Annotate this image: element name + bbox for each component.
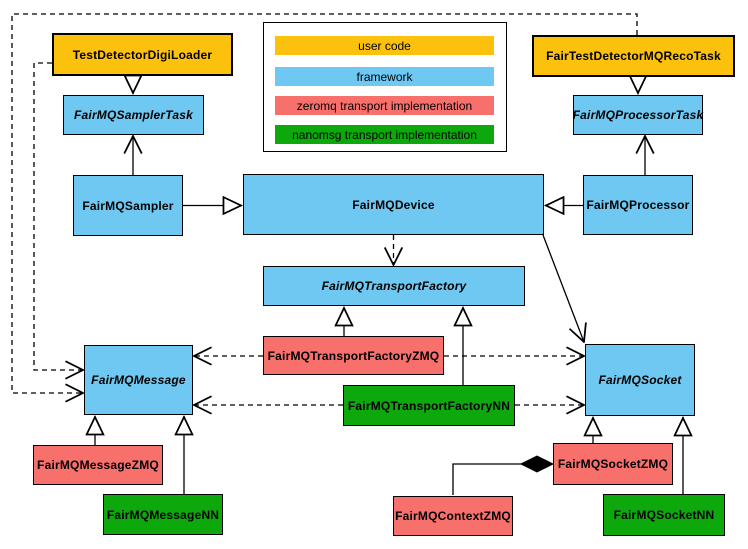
edge-device-to-socket <box>542 234 584 342</box>
node-fairmq-processor: FairMQProcessor <box>583 175 693 235</box>
legend: user code framework zeromq transport imp… <box>263 22 507 152</box>
node-fairmq-context-zmq: FairMQContextZMQ <box>393 496 513 536</box>
node-fairmq-sampler-task: FairMQSamplerTask <box>63 95 204 135</box>
node-fairmq-message-nn: FairMQMessageNN <box>103 494 223 535</box>
composition-diamond <box>519 455 555 473</box>
node-fairmq-socket-nn: FairMQSocketNN <box>603 494 725 536</box>
node-fairmq-socket: FairMQSocket <box>585 344 695 416</box>
legend-item-zeromq: zeromq transport implementation <box>275 96 494 115</box>
node-fairmq-message: FairMQMessage <box>84 345 193 415</box>
node-test-detector-digi-loader: TestDetectorDigiLoader <box>52 33 233 76</box>
node-fair-test-detector-mq-reco-task: FairTestDetectorMQRecoTask <box>532 35 735 77</box>
legend-item-user-code: user code <box>275 36 494 55</box>
node-fairmq-socket-zmq: FairMQSocketZMQ <box>553 443 673 485</box>
node-fairmq-transport-factory: FairMQTransportFactory <box>263 266 525 306</box>
edge-recotask-to-message-dashed <box>11 13 638 393</box>
node-fairmq-message-zmq: FairMQMessageZMQ <box>33 445 163 485</box>
node-fairmq-sampler: FairMQSampler <box>73 175 183 236</box>
edge-digiloader-to-message-dashed <box>33 62 83 370</box>
node-fairmq-processor-task: FairMQProcessorTask <box>573 95 703 135</box>
edge-socketzmq-composes-contextzmq <box>452 463 522 495</box>
node-fairmq-transport-factory-zmq: FairMQTransportFactoryZMQ <box>263 336 444 375</box>
node-fairmq-device: FairMQDevice <box>243 174 544 235</box>
legend-item-framework: framework <box>275 67 494 86</box>
node-fairmq-transport-factory-nn: FairMQTransportFactoryNN <box>343 385 515 426</box>
legend-item-nanomsg: nanomsg transport implementation <box>275 125 494 144</box>
